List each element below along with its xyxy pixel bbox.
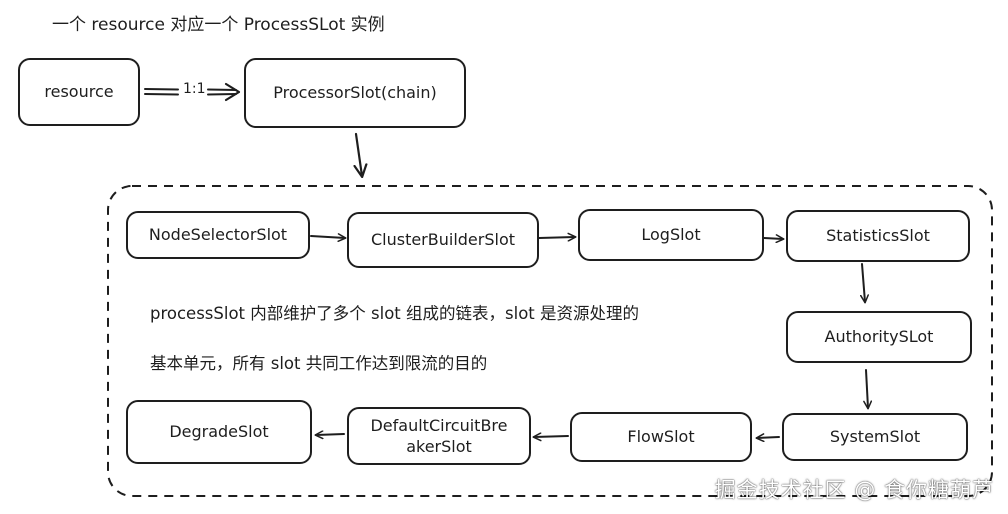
diagram-title: 一个 resource 对应一个 ProcessSLot 实例 bbox=[52, 15, 385, 35]
node-flow-slot[interactable]: FlowSlot bbox=[570, 412, 752, 462]
node-system-slot-label: SystemSlot bbox=[829, 427, 921, 446]
edge-label-one-to-one: 1:1 bbox=[183, 81, 206, 97]
edge-resource-to-chain-top bbox=[144, 88, 179, 91]
node-log-slot-label: LogSlot bbox=[641, 225, 701, 244]
edge-cluster-builder-to-log bbox=[538, 232, 577, 242]
edge-system-to-flow bbox=[755, 433, 780, 443]
edge-resource-to-chain-right-top bbox=[207, 88, 237, 91]
edge-resource-to-chain-bottom bbox=[144, 93, 179, 96]
watermark: 掘金技术社区 @ 食你糖葫芦 bbox=[714, 478, 994, 502]
node-default-circuit-breaker-slot-label-line1: DefaultCircuitBre bbox=[370, 416, 508, 435]
edge-resource-to-chain-head bbox=[224, 82, 241, 102]
node-degrade-slot-label: DegradeSlot bbox=[169, 422, 269, 441]
note-line-1: processSlot 内部维护了多个 slot 组成的链表，slot 是资源处… bbox=[150, 304, 639, 323]
node-log-slot[interactable]: LogSlot bbox=[578, 209, 764, 261]
node-statistics-slot[interactable]: StatisticsSlot bbox=[786, 210, 970, 262]
node-cluster-builder-slot-label: ClusterBuilderSlot bbox=[370, 230, 516, 249]
node-processor-slot-chain[interactable]: ProcessorSlot(chain) bbox=[244, 58, 466, 128]
node-statistics-slot-label: StatisticsSlot bbox=[826, 226, 930, 245]
edge-node-selector-to-cluster-builder bbox=[310, 233, 347, 243]
node-authority-slot[interactable]: AuthoritySLot bbox=[786, 311, 972, 363]
node-cluster-builder-slot[interactable]: ClusterBuilderSlot bbox=[347, 212, 539, 268]
node-authority-slot-label: AuthoritySLot bbox=[824, 327, 934, 346]
edge-log-to-statistics bbox=[763, 234, 785, 244]
node-default-circuit-breaker-slot[interactable]: DefaultCircuitBre akerSlot bbox=[347, 407, 531, 465]
node-system-slot[interactable]: SystemSlot bbox=[782, 413, 968, 461]
node-resource-label: resource bbox=[44, 82, 114, 101]
edge-resource-to-chain-right-bottom bbox=[207, 93, 237, 96]
node-node-selector-slot-label: NodeSelectorSlot bbox=[148, 225, 288, 244]
node-node-selector-slot[interactable]: NodeSelectorSlot bbox=[126, 211, 310, 259]
node-processor-slot-chain-label: ProcessorSlot(chain) bbox=[273, 83, 437, 102]
node-degrade-slot[interactable]: DegradeSlot bbox=[126, 400, 312, 464]
edge-chain-to-container bbox=[356, 132, 362, 176]
edge-flow-to-default-circuit-breaker bbox=[532, 432, 569, 442]
node-default-circuit-breaker-slot-label-line2: akerSlot bbox=[406, 437, 472, 456]
edge-authority-to-system bbox=[863, 369, 873, 410]
node-flow-slot-label: FlowSlot bbox=[627, 427, 695, 446]
slot-chain-container bbox=[107, 185, 993, 497]
note-line-2: 基本单元，所有 slot 共同工作达到限流的目的 bbox=[150, 354, 488, 373]
edge-default-circuit-breaker-to-degrade bbox=[314, 430, 345, 440]
edge-statistics-to-authority bbox=[859, 263, 869, 304]
node-resource[interactable]: resource bbox=[18, 58, 140, 126]
